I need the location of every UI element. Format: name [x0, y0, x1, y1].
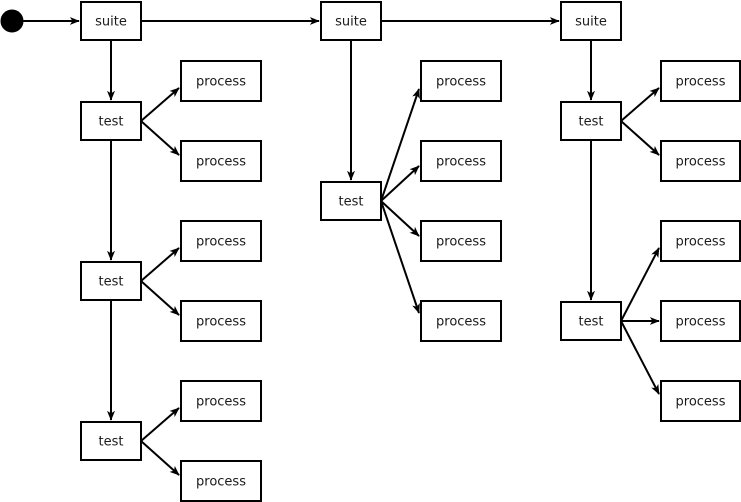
node-label-p13: process [676, 235, 726, 250]
node-p3[interactable]: process [180, 220, 262, 262]
node-box-test3b[interactable] [560, 301, 622, 341]
node-test1b[interactable]: test [80, 261, 142, 301]
edge-test3a-to-p12 [620, 120, 660, 156]
edge-test2a-to-p10 [380, 200, 420, 314]
node-label-p3: process [196, 235, 246, 250]
node-label-p7: process [436, 75, 486, 90]
node-test3a[interactable]: test [560, 101, 622, 141]
node-box-p8[interactable] [420, 140, 502, 182]
node-box-test1c[interactable] [80, 421, 142, 461]
node-box-suite3[interactable] [560, 1, 622, 41]
node-box-p1[interactable] [180, 60, 262, 102]
node-box-p7[interactable] [420, 60, 502, 102]
node-label-p9: process [436, 235, 486, 250]
node-test1c[interactable]: test [80, 421, 142, 461]
node-label-test3a: test [579, 115, 604, 130]
edges-layer [23, 17, 660, 476]
node-p11[interactable]: process [660, 60, 741, 102]
node-suite1[interactable]: suite [80, 1, 142, 41]
node-test3b[interactable]: test [560, 301, 622, 341]
node-label-p1: process [196, 75, 246, 90]
node-box-p2[interactable] [180, 140, 262, 182]
node-box-p3[interactable] [180, 220, 262, 262]
node-p5[interactable]: process [180, 380, 262, 422]
node-p10[interactable]: process [420, 300, 502, 342]
node-label-test2a: test [339, 195, 364, 210]
edge-test1b-to-p3 [140, 247, 180, 282]
node-suite2[interactable]: suite [320, 1, 382, 41]
node-label-test3b: test [579, 315, 604, 330]
node-box-test1a[interactable] [80, 101, 142, 141]
node-p4[interactable]: process [180, 300, 262, 342]
node-box-p10[interactable] [420, 300, 502, 342]
node-label-p15: process [676, 395, 726, 410]
node-label-p10: process [436, 315, 486, 330]
node-p7[interactable]: process [420, 60, 502, 102]
node-label-test1a: test [99, 115, 124, 130]
node-label-p11: process [676, 75, 726, 90]
node-box-p9[interactable] [420, 220, 502, 262]
edge-test1b-to-p4 [140, 280, 180, 316]
node-label-p8: process [436, 155, 486, 170]
node-box-p13[interactable] [660, 220, 741, 262]
node-box-p6[interactable] [180, 460, 262, 502]
node-label-test1c: test [99, 435, 124, 450]
node-p6[interactable]: process [180, 460, 262, 502]
node-p12[interactable]: process [660, 140, 741, 182]
node-label-suite3: suite [575, 15, 607, 30]
node-box-p4[interactable] [180, 300, 262, 342]
node-label-test1b: test [99, 275, 124, 290]
node-box-p14[interactable] [660, 300, 741, 342]
node-label-p14: process [676, 315, 726, 330]
edge-test2a-to-p7 [380, 88, 420, 202]
node-box-test1b[interactable] [80, 261, 142, 301]
node-box-suite2[interactable] [320, 1, 382, 41]
edge-test1a-to-p1 [140, 87, 180, 122]
edge-test3a-to-p11 [620, 87, 660, 122]
node-label-suite2: suite [335, 15, 367, 30]
edge-test3b-to-p15 [620, 320, 660, 395]
node-box-suite1[interactable] [80, 1, 142, 41]
node-box-p5[interactable] [180, 380, 262, 422]
edge-test1a-to-p2 [140, 120, 180, 156]
node-box-p12[interactable] [660, 140, 741, 182]
node-box-p15[interactable] [660, 380, 741, 422]
node-p8[interactable]: process [420, 140, 502, 182]
node-suite3[interactable]: suite [560, 1, 622, 41]
edge-test2a-to-p8 [380, 165, 420, 202]
node-p9[interactable]: process [420, 220, 502, 262]
node-box-test2a[interactable] [320, 181, 382, 221]
node-p13[interactable]: process [660, 220, 741, 262]
node-box-p11[interactable] [660, 60, 741, 102]
node-label-p6: process [196, 475, 246, 490]
edge-test3b-to-p13 [620, 247, 660, 322]
start-node-icon [0, 9, 24, 33]
node-test2a[interactable]: test [320, 181, 382, 221]
node-box-test3a[interactable] [560, 101, 622, 141]
node-label-p4: process [196, 315, 246, 330]
node-label-p5: process [196, 395, 246, 410]
node-p2[interactable]: process [180, 140, 262, 182]
node-test1a[interactable]: test [80, 101, 142, 141]
node-label-p12: process [676, 155, 726, 170]
edge-test2a-to-p9 [380, 200, 420, 237]
edge-test1c-to-p6 [140, 440, 180, 476]
node-p1[interactable]: process [180, 60, 262, 102]
node-label-p2: process [196, 155, 246, 170]
node-label-suite1: suite [95, 15, 127, 30]
node-p15[interactable]: process [660, 380, 741, 422]
node-p14[interactable]: process [660, 300, 741, 342]
edge-test1c-to-p5 [140, 407, 180, 442]
